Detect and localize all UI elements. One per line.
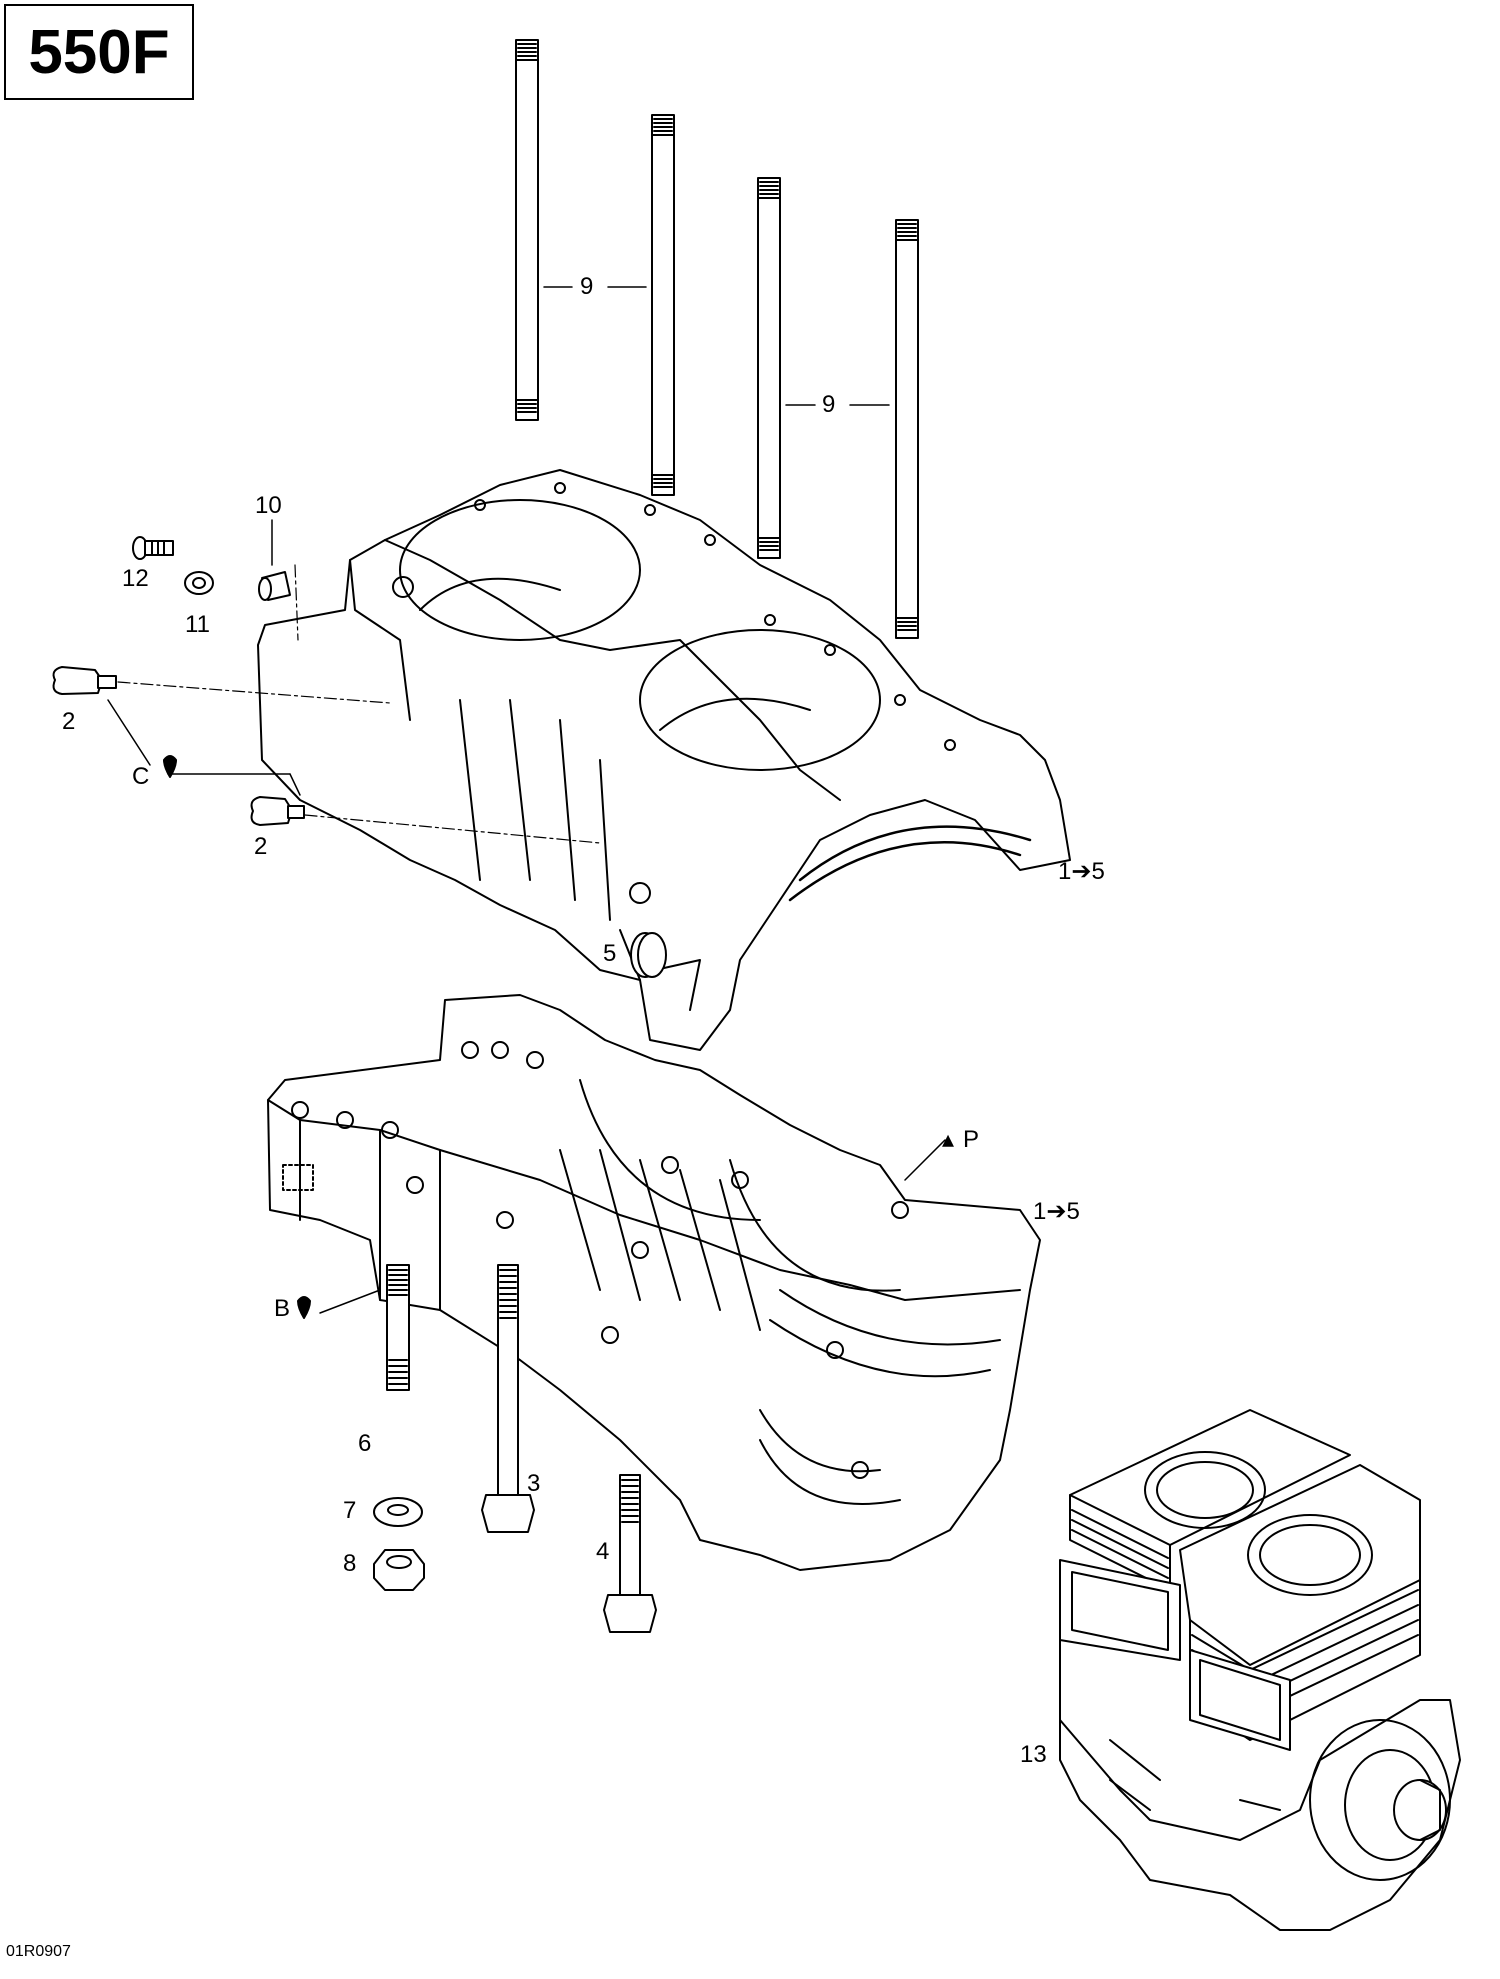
nut-8 xyxy=(373,1549,425,1591)
callout-fitting-2-lower: 2 xyxy=(254,833,268,860)
callout-compound-b: B xyxy=(274,1295,291,1322)
callout-stud-6: 6 xyxy=(358,1430,372,1457)
callout-bolt-3: 3 xyxy=(527,1470,541,1497)
oil-drop-p-icon: ▴ xyxy=(942,1126,955,1153)
lower-crankcase xyxy=(267,994,1041,1571)
engine-assembly-13 xyxy=(1059,1409,1461,1931)
callout-seal-5: 5 xyxy=(603,940,617,967)
callout-stud-9-upper: 9 xyxy=(580,273,594,300)
stud-6 xyxy=(386,1264,410,1391)
fitting-2-lower xyxy=(250,796,601,844)
lock-washer-7 xyxy=(373,1497,423,1527)
callout-stud-9-right: 9 xyxy=(822,391,836,418)
leader-lines-9 xyxy=(543,286,890,406)
leader-compound-b xyxy=(319,1289,381,1314)
stud-9-b xyxy=(651,114,675,496)
oil-drop-b-icon xyxy=(297,1296,311,1319)
callout-bolt-4: 4 xyxy=(596,1538,610,1565)
oil-drop-c-icon xyxy=(163,755,177,778)
callout-compound-p: P xyxy=(963,1126,980,1153)
plug-10 xyxy=(258,519,299,641)
callout-compound-c: C xyxy=(132,763,150,790)
leaders-compound-c xyxy=(107,699,301,796)
model-label: 550F xyxy=(4,4,194,100)
stud-9-d xyxy=(895,219,919,639)
seal-5 xyxy=(630,932,667,978)
callout-assembly-lower: 1➔5 xyxy=(1033,1198,1080,1225)
callout-screw-12: 12 xyxy=(122,565,149,592)
callout-nut-8: 8 xyxy=(343,1550,357,1577)
bolt-3 xyxy=(481,1264,535,1533)
stud-9-a xyxy=(515,39,539,421)
callout-engine-13: 13 xyxy=(1020,1741,1047,1768)
washer-11 xyxy=(184,571,214,595)
stud-9-c xyxy=(757,177,781,559)
callout-fitting-2-upper: 2 xyxy=(62,708,76,735)
upper-crankcase xyxy=(257,469,1071,1051)
fitting-2-upper xyxy=(52,666,391,704)
bolt-4 xyxy=(603,1474,657,1633)
callout-washer-11: 11 xyxy=(185,611,210,638)
callout-assembly-upper: 1➔5 xyxy=(1058,858,1105,885)
drawing-reference-code: 01R0907 xyxy=(6,1943,71,1960)
callout-lock-washer-7: 7 xyxy=(343,1497,357,1524)
screw-12 xyxy=(132,536,174,560)
callout-plug-10: 10 xyxy=(255,492,282,519)
